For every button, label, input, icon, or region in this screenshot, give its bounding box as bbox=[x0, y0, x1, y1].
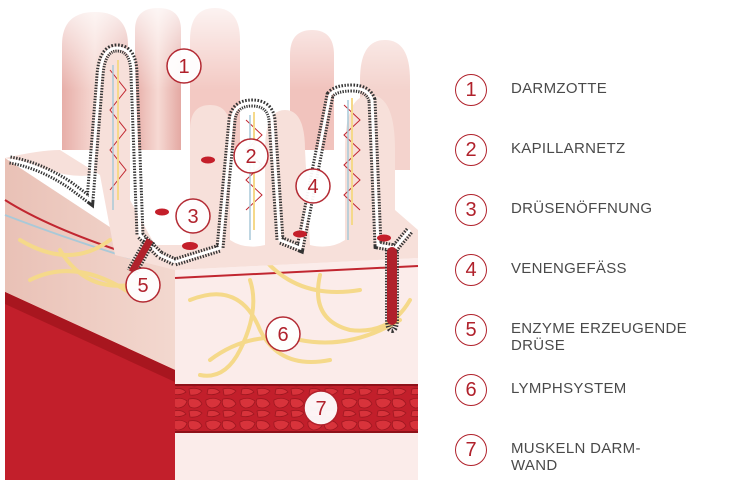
legend-label: DRÜSENÖFFNUNG bbox=[511, 200, 731, 217]
diagram-marker-6: 6 bbox=[266, 317, 300, 351]
legend-label: LYMPHSYSTEM bbox=[511, 380, 731, 397]
diagram-marker-2: 2 bbox=[234, 139, 268, 173]
diagram-marker-5: 5 bbox=[126, 268, 160, 302]
block-front-face bbox=[175, 258, 418, 480]
legend-number: 2 bbox=[455, 134, 487, 166]
legend-number: 1 bbox=[455, 74, 487, 106]
legend-number: 7 bbox=[455, 434, 487, 466]
marker-number: 1 bbox=[178, 56, 189, 78]
legend-label: VENENGEFÄSS bbox=[511, 260, 731, 277]
legend-number: 6 bbox=[455, 374, 487, 406]
legend-number: 4 bbox=[455, 254, 487, 286]
legend-number: 5 bbox=[455, 314, 487, 346]
marker-number: 3 bbox=[187, 206, 198, 228]
legend-number: 3 bbox=[455, 194, 487, 226]
intestinal-wall-diagram: 1 2 3 4 5 6 7 bbox=[0, 0, 440, 480]
legend-label: KAPILLARNETZ bbox=[511, 140, 731, 157]
diagram-marker-4: 4 bbox=[296, 169, 330, 203]
legend-label: DARMZOTTE bbox=[511, 80, 731, 97]
diagram-marker-1: 1 bbox=[167, 49, 201, 83]
legend-label: ENZYME ERZEUGENDE DRÜSE bbox=[511, 320, 701, 354]
marker-number: 2 bbox=[245, 146, 256, 168]
legend-label: MUSKELN DARM-WAND bbox=[511, 440, 651, 474]
marker-number: 5 bbox=[137, 275, 148, 297]
block-left-face bbox=[5, 158, 175, 480]
marker-number: 6 bbox=[277, 324, 288, 346]
marker-number: 7 bbox=[315, 398, 326, 420]
diagram-marker-7: 7 bbox=[304, 391, 338, 425]
marker-number: 4 bbox=[307, 176, 318, 198]
diagram-marker-3: 3 bbox=[176, 199, 210, 233]
